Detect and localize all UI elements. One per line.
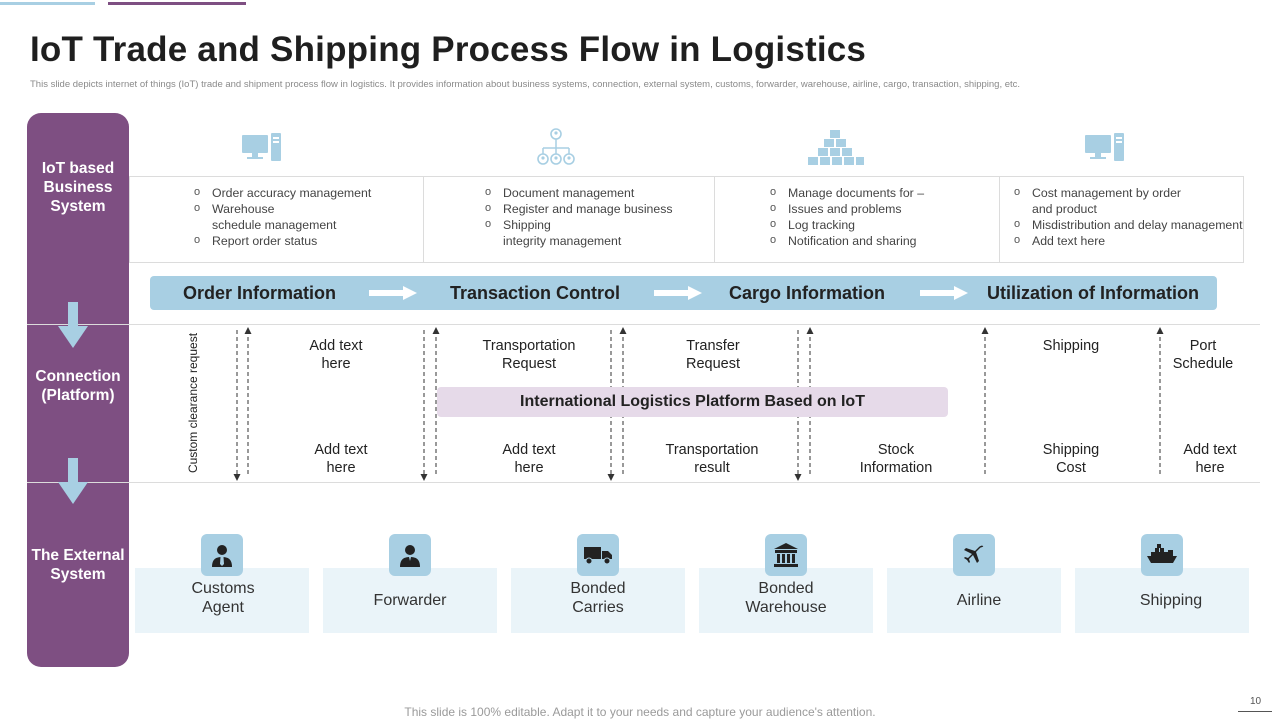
iot-platform-banner: International Logistics Platform Based o… xyxy=(437,387,948,417)
connection-label: Transportation Request xyxy=(482,338,576,372)
flow-step-utilization: Utilization of Information xyxy=(987,283,1199,303)
right-arrow-icon xyxy=(920,286,968,300)
connection-label: Add text here xyxy=(309,338,363,372)
flow-step-order-information: Order Information xyxy=(183,283,337,303)
business-item: Shipping xyxy=(485,216,714,233)
sidebar-label-external: The External System xyxy=(31,547,125,583)
boxes-pyramid-icon xyxy=(808,130,864,165)
arrow-up-icon xyxy=(244,327,252,334)
person-tie-icon xyxy=(201,534,243,576)
section-divider xyxy=(27,324,1260,325)
business-item: and product xyxy=(1032,202,1097,216)
computer-icon xyxy=(242,133,281,161)
business-column: Cost management by order and product Mis… xyxy=(1000,177,1243,262)
connection-label: Add text here xyxy=(502,442,556,476)
arrow-up-icon xyxy=(1156,327,1164,334)
page-subtitle: This slide depicts internet of things (I… xyxy=(30,79,1021,90)
business-item: Log tracking xyxy=(770,216,999,233)
computer-icon xyxy=(1085,133,1124,161)
arrow-down-icon xyxy=(233,474,241,481)
page-number: 10 xyxy=(1250,696,1262,707)
business-item: Notification and sharing xyxy=(770,232,999,249)
business-item: schedule management xyxy=(212,218,337,232)
business-item: Issues and problems xyxy=(770,200,999,217)
connection-label: Stock Information xyxy=(859,442,933,476)
business-item: Misdistribution and delay management xyxy=(1014,216,1243,233)
connection-label: Add text here xyxy=(1183,442,1237,476)
external-card-shipping xyxy=(1075,568,1249,633)
external-label: Bonded Carries xyxy=(570,579,626,616)
arrow-up-icon xyxy=(806,327,814,334)
down-arrow-icon xyxy=(58,458,88,504)
flow-step-cargo-information: Cargo Information xyxy=(729,283,885,303)
page-title: IoT Trade and Shipping Process Flow in L… xyxy=(30,30,867,69)
flow-step-transaction-control: Transaction Control xyxy=(450,283,621,303)
sidebar-panel xyxy=(27,113,129,667)
business-column: Order accuracy management Warehouse sche… xyxy=(130,177,424,262)
external-card-bonded-carries xyxy=(511,568,685,633)
external-card-bonded-warehouse xyxy=(699,568,873,633)
org-chart-icon xyxy=(537,128,575,165)
arrow-up-icon xyxy=(619,327,627,334)
connection-label: Shipping xyxy=(1042,338,1100,354)
page-number-underline xyxy=(1238,711,1272,712)
warehouse-icon xyxy=(765,534,807,576)
external-card-airline xyxy=(887,568,1061,633)
business-item: Document management xyxy=(485,184,714,201)
section-divider xyxy=(27,482,1260,483)
sidebar-label-connection: Connection (Platform) xyxy=(35,368,121,404)
business-item: Cost management by order xyxy=(1014,184,1243,201)
connection-label: Transportation result xyxy=(665,442,759,476)
connection-label: Shipping Cost xyxy=(1042,442,1100,476)
business-column: Manage documents for – Issues and proble… xyxy=(715,177,1000,262)
business-item: Register and manage business xyxy=(485,200,714,217)
custom-clearance-label: Custom clearance request xyxy=(186,332,200,474)
top-accent-bar-blue xyxy=(0,2,95,5)
down-arrow-icon xyxy=(58,302,88,348)
business-item: Order accuracy management xyxy=(194,184,423,201)
external-label: Customs Agent xyxy=(191,579,255,616)
ship-icon xyxy=(1141,534,1183,576)
arrow-down-icon xyxy=(794,474,802,481)
external-label: Bonded Warehouse xyxy=(745,579,827,616)
external-label: Shipping xyxy=(1139,592,1203,609)
connection-label: Port Schedule xyxy=(1172,338,1234,372)
business-system-table: Order accuracy management Warehouse sche… xyxy=(129,176,1244,263)
footer-note: This slide is 100% editable. Adapt it to… xyxy=(404,705,876,719)
sidebar-label-iot-business: IoT based Business System xyxy=(41,160,115,215)
business-item: Manage documents for – xyxy=(770,184,999,201)
truck-icon xyxy=(577,534,619,576)
business-item: integrity management xyxy=(503,234,622,248)
external-card-customs-agent xyxy=(135,568,309,633)
business-item: Add text here xyxy=(1014,232,1243,249)
arrow-down-icon xyxy=(420,474,428,481)
right-arrow-icon xyxy=(369,286,417,300)
right-arrow-icon xyxy=(654,286,702,300)
connection-label: Transfer Request xyxy=(685,338,740,372)
connection-label: Add text here xyxy=(314,442,368,476)
external-label: Forwarder xyxy=(373,592,447,609)
person-icon xyxy=(389,534,431,576)
airplane-icon xyxy=(953,534,995,576)
arrow-up-icon xyxy=(432,327,440,334)
external-card-forwarder xyxy=(323,568,497,633)
arrow-down-icon xyxy=(607,474,615,481)
business-item: Report order status xyxy=(194,232,423,249)
external-label: Airline xyxy=(956,592,1002,609)
arrow-up-icon xyxy=(981,327,989,334)
business-item: Warehouse xyxy=(194,200,423,217)
business-column: Document management Register and manage … xyxy=(424,177,715,262)
top-accent-bar-purple xyxy=(108,2,246,5)
